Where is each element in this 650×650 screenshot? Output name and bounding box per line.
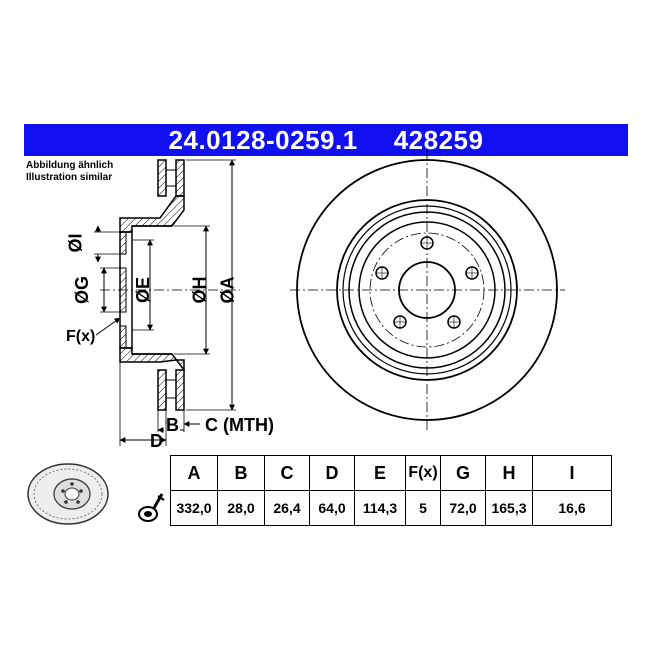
- brake-disc-thumbnail-icon: [27, 463, 109, 525]
- dim-label-F: F(x): [66, 328, 96, 345]
- value-B: 28,0: [217, 490, 265, 526]
- dim-label-H: ØH: [189, 276, 210, 304]
- header-G: G: [440, 455, 486, 491]
- header-H: H: [485, 455, 533, 491]
- header-B: B: [217, 455, 265, 491]
- header-A: A: [170, 455, 218, 491]
- header-E: E: [354, 455, 406, 491]
- hat-edge: [358, 221, 496, 359]
- value-C: 26,4: [264, 490, 310, 526]
- wheel-bolt-icon: [138, 493, 165, 522]
- dim-label-G: ØG: [72, 275, 93, 305]
- value-D: 64,0: [309, 490, 355, 526]
- header-F: F(x): [405, 455, 441, 491]
- part-number: 24.0128-0259.1: [168, 124, 358, 155]
- dim-label-E: ØE: [133, 276, 154, 304]
- value-H: 165,3: [485, 490, 533, 526]
- section-upper-ring: [157, 159, 185, 197]
- dim-label-I: ØI: [65, 233, 86, 253]
- value-F: 5: [405, 490, 441, 526]
- dim-label-B: B: [166, 415, 179, 435]
- note-line-de: Abbildung ähnlich: [26, 160, 114, 171]
- dim-label-A: ØA: [217, 276, 238, 304]
- dimension-table: A B C D E F(x) G H I 332,0 28,0 26,4 64,…: [170, 455, 612, 526]
- header-D: D: [309, 455, 355, 491]
- value-G: 72,0: [440, 490, 486, 526]
- value-A: 332,0: [170, 490, 218, 526]
- dim-label-C: C (MTH): [205, 415, 274, 435]
- bolt-holes: [375, 236, 479, 329]
- table-header-row: A B C D E F(x) G H I: [170, 455, 612, 491]
- center-bore: [398, 261, 456, 319]
- reference-number: 428259: [393, 124, 484, 155]
- section-lower-ring: [157, 369, 185, 411]
- disc-outer-edge: [296, 159, 558, 421]
- value-I: 16,6: [532, 490, 612, 526]
- header-C: C: [264, 455, 310, 491]
- header-I: I: [532, 455, 612, 491]
- table-value-row: 332,0 28,0 26,4 64,0 114,3 5 72,0 165,3 …: [170, 490, 612, 526]
- front-view: [290, 150, 565, 430]
- header-banner: 24.0128-0259.1 428259: [24, 124, 628, 156]
- illustration-note: Abbildung ähnlich Illustration similar: [26, 160, 113, 184]
- hat-section-lower: [119, 347, 185, 373]
- dim-label-D: D: [150, 431, 163, 451]
- value-E: 114,3: [354, 490, 406, 526]
- note-line-en: Illustration similar: [26, 172, 113, 183]
